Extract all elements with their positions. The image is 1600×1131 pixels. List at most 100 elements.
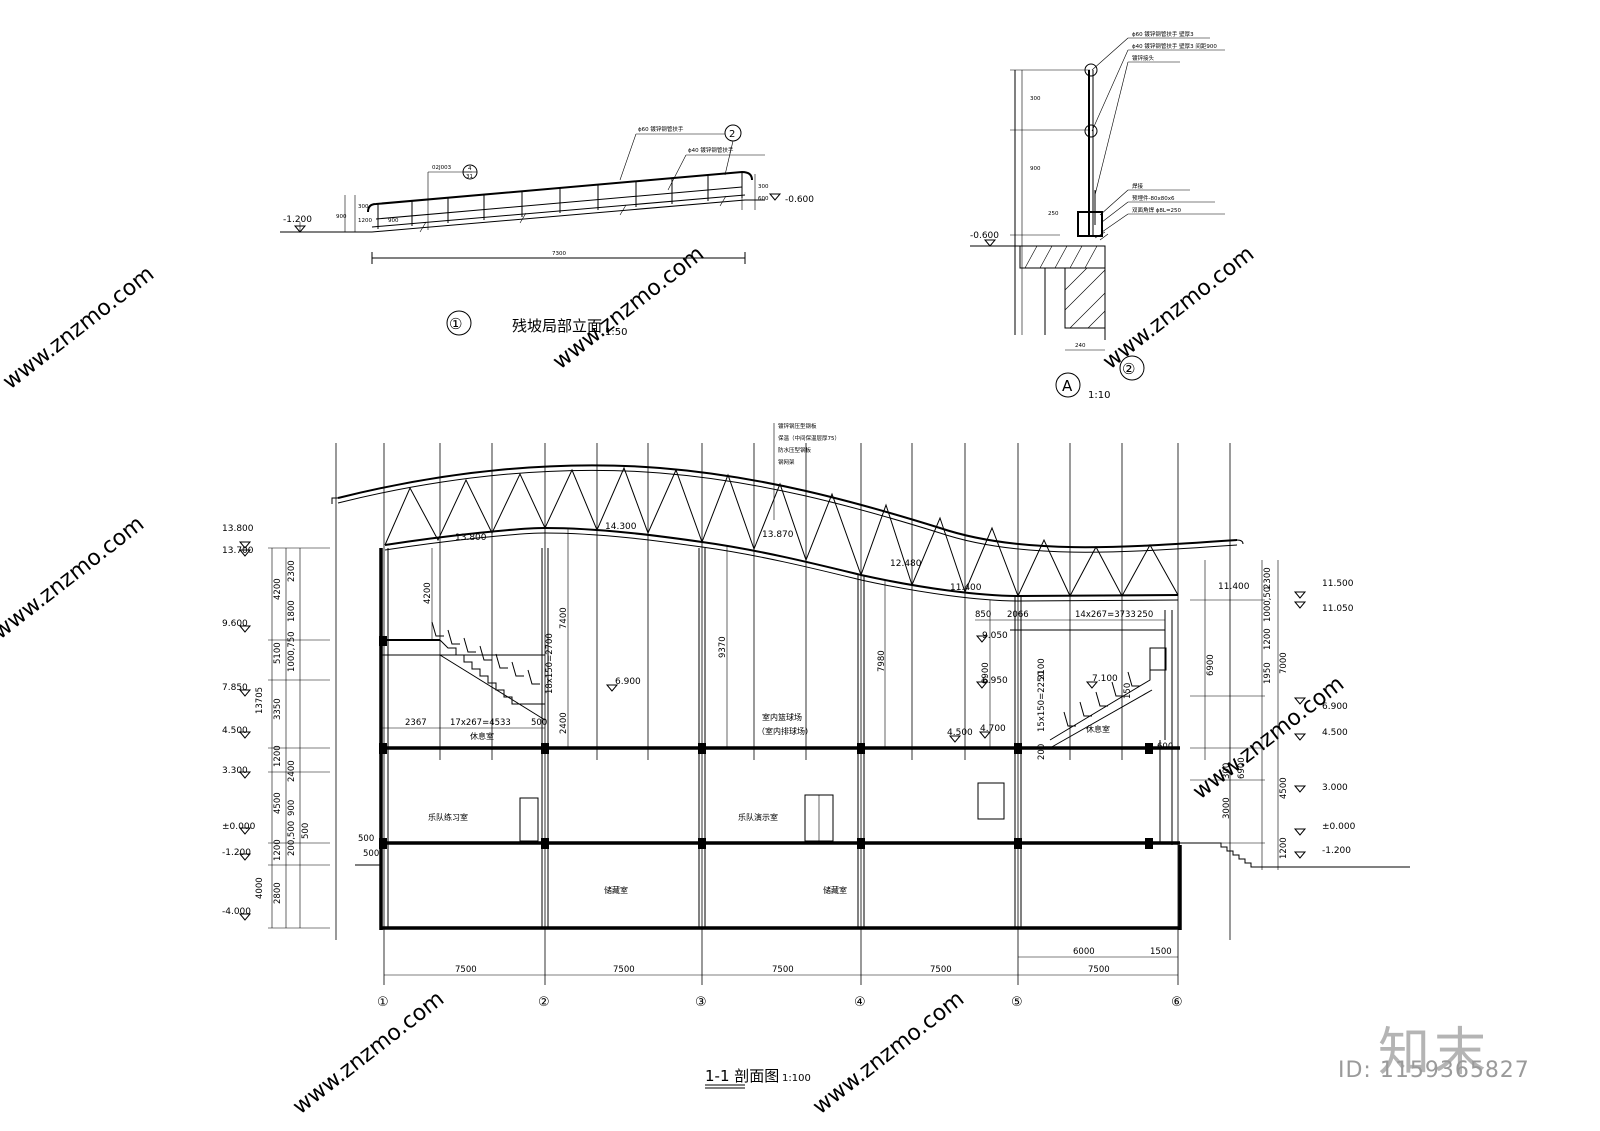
detail1-pipe-top: ϕ60 镀锌钢管扶手 — [638, 125, 684, 133]
left-dim-inner-4: 2400 — [287, 760, 297, 782]
right-dim-a-1: 2300 — [1263, 567, 1273, 589]
right-dim-b-1: 6900 — [1206, 654, 1216, 676]
detail1-dim-2: 300 — [358, 204, 369, 210]
left-dimension-chains: 13705 4000 4200 5100 3350 1200 4500 1200… — [255, 547, 374, 929]
detail2-dim-3: 250 — [1048, 211, 1059, 217]
section-scale: 1:100 — [782, 1073, 811, 1084]
axis-bubbles: ① ② ③ ④ ⑤ ⑥ — [377, 995, 1183, 1010]
left-dim-outer-2: 4000 — [255, 877, 265, 899]
watermark-site-1: www.znzmo.com — [0, 261, 159, 394]
watermark-site-6: www.znzmo.com — [288, 986, 449, 1119]
axis-3: ③ — [695, 995, 707, 1010]
axis-2: ② — [538, 995, 550, 1010]
detail1-title: 残坡局部立面 — [512, 317, 602, 335]
detail2-number: ② — [1122, 360, 1135, 378]
right-level-3: 6.900 — [1322, 702, 1348, 712]
detail1-dim-1: 900 — [336, 214, 347, 220]
left-dim-inner-2: 1800 — [287, 600, 297, 622]
left-level-8: -1.200 — [222, 848, 251, 858]
detail2-dim-1: 300 — [1030, 96, 1041, 102]
left-dim-inner-6: 500 — [301, 823, 311, 839]
detail2-note-3: 镀锌接头 — [1132, 54, 1155, 62]
detail2-level: -0.600 — [970, 231, 999, 241]
axis-6: ⑥ — [1171, 995, 1183, 1010]
detail2-handrail-section: 300 900 -0.600 240 250 ϕ60 镀锌钢管扶手 壁厚3 ϕ4… — [970, 30, 1225, 401]
document-id: ID: 1159365827 — [1338, 1058, 1530, 1083]
right-dim-b-2: 300 — [1222, 763, 1232, 779]
inner-level-7: 6.900 — [615, 677, 641, 687]
left-dim-mid-3: 3350 — [273, 698, 283, 720]
inner-level-8: 9.050 — [982, 631, 1008, 641]
inner-level-12: 4.700 — [980, 724, 1006, 734]
detail1-number: ① — [449, 315, 462, 333]
inner-level-10: 7.100 — [1092, 674, 1118, 684]
left-dim-inner-5: 900 — [287, 800, 297, 816]
section-title: 1-1 剖面图 — [705, 1067, 779, 1085]
inner-dim-12: 2066 — [1007, 610, 1029, 620]
right-dim-a-2: 1000,50 — [1263, 587, 1273, 622]
right-stand-seats — [1063, 671, 1140, 727]
right-dim-a-6: 4500 — [1279, 777, 1289, 799]
inner-dim-3: 18x150=2700 — [545, 633, 555, 694]
room-band-demo: 乐队演示室 — [738, 812, 778, 822]
left-dim-mid-4: 1200 — [273, 745, 283, 767]
brand-logo: 知末 — [1378, 1023, 1491, 1083]
watermark-site-7: www.znzmo.com — [808, 986, 969, 1119]
inner-dim-16: 600 — [1157, 742, 1173, 752]
right-dim-a-4: 1950 — [1263, 662, 1273, 684]
left-level-4: 7.850 — [222, 683, 248, 693]
inner-level-1: 13.800 — [455, 533, 487, 543]
right-dim-a-3: 1200 — [1263, 628, 1273, 650]
detail1-ramp-elevation: -1.200 -0.600 900 300 1200 900 300 600 7… — [280, 124, 814, 338]
detail1-level-left: -1.200 — [283, 215, 312, 225]
right-dim-b-4: 3000 — [1222, 797, 1232, 819]
inner-level-6: 11.400 — [1218, 582, 1250, 592]
left-dim-mid-2: 5100 — [273, 642, 283, 664]
detail2-note-2: ϕ40 镀锌钢管扶手 壁厚3 间距900 — [1132, 42, 1217, 50]
roof-truss — [331, 464, 1244, 602]
detail1-ref-top: 4 — [468, 166, 472, 172]
inner-level-4: 12.480 — [890, 559, 922, 569]
inner-dim-7: 6900 — [981, 662, 991, 684]
inner-dim-15: 150 — [1123, 683, 1133, 699]
roof-note-4: 钢网架 — [778, 458, 795, 466]
detail2-note-6: 双面角焊 ϕ8L=250 — [1132, 206, 1182, 214]
detail1-callout: 2 — [729, 129, 735, 140]
left-dim-mid-6: 1200 — [273, 839, 283, 861]
right-level-1: 11.500 — [1322, 579, 1354, 589]
inner-dim-6: 7980 — [877, 650, 887, 672]
detail1-pipe-low: ϕ40 镀锌钢管扶手 — [688, 146, 734, 154]
detail1-dim-4: 900 — [388, 218, 399, 224]
left-level-3: 9.600 — [222, 619, 248, 629]
axis-4: ④ — [854, 995, 866, 1010]
left-dim-mid-1: 4200 — [273, 578, 283, 600]
detail2-scale: 1:10 — [1088, 390, 1110, 401]
right-level-6: ±0.000 — [1322, 822, 1356, 832]
detail1-balusters — [377, 173, 743, 229]
detail2-dim-2: 900 — [1030, 166, 1041, 172]
inner-dim-8: 2100 — [1037, 658, 1047, 680]
room-band-practice: 乐队练习室 — [428, 812, 468, 822]
inner-dimensions: 4200 7400 18x150=2700 2400 9370 7980 690… — [363, 528, 1173, 859]
inner-dim-13: 14x267=3733 — [1075, 610, 1136, 620]
inner-level-9: 6.950 — [982, 676, 1008, 686]
right-levels: 2300 1000,50 1200 1950 7000 4500 1200 69… — [1190, 560, 1356, 870]
detail1-dim-5: 300 — [758, 184, 769, 190]
room-storage-left: 储藏室 — [604, 885, 628, 895]
axis-1: ① — [377, 995, 389, 1010]
span-3: 7500 — [772, 965, 794, 975]
detail1-scale: 1:50 — [605, 327, 627, 338]
right-dim-b-3: 6900 — [1237, 757, 1247, 779]
inner-dim-18: 2367 — [405, 718, 427, 728]
span-4: 7500 — [930, 965, 952, 975]
detail2-label-a: A — [1062, 377, 1073, 395]
right-level-7: -1.200 — [1322, 846, 1351, 856]
right-level-4: 4.500 — [1322, 728, 1348, 738]
left-dim-inner-7: 200,500 — [287, 821, 297, 856]
detail2-dim-4: 240 — [1075, 343, 1086, 349]
watermark-site-3: www.znzmo.com — [1098, 241, 1259, 374]
left-dim-outer-1: 13705 — [255, 687, 265, 714]
detail1-dim-6: 600 — [758, 196, 769, 202]
span-5: 7500 — [1088, 965, 1110, 975]
